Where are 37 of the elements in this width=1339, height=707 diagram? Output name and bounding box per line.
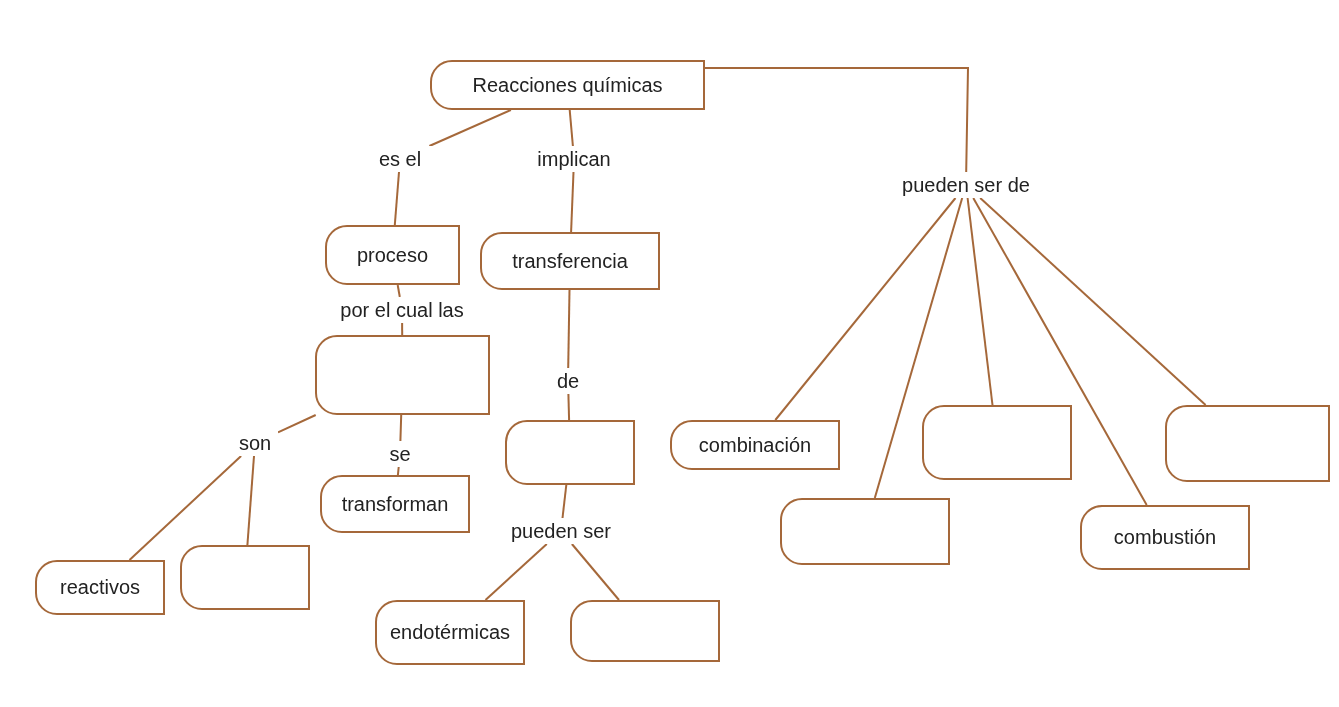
- concept-box: transferencia: [480, 232, 660, 290]
- concept-box: transforman: [320, 475, 470, 533]
- connector-line: [979, 197, 1207, 406]
- connector-line: [567, 289, 571, 369]
- connector-line: [972, 197, 1148, 506]
- connector-line: [873, 197, 964, 499]
- connector-line: [567, 393, 571, 421]
- connector-line: [484, 543, 548, 601]
- empty-concept-box: [315, 335, 490, 415]
- concept-box: combinación: [670, 420, 840, 470]
- connector-line: [399, 414, 403, 442]
- connector-line: [568, 109, 574, 147]
- connector-line: [396, 466, 400, 476]
- empty-concept-box: [780, 498, 950, 565]
- empty-concept-box: [1165, 405, 1330, 482]
- empty-concept-box: [180, 545, 310, 610]
- connector-line: [561, 484, 568, 519]
- empty-concept-box: [505, 420, 635, 485]
- connector-line: [774, 197, 957, 421]
- concept-box: reactivos: [35, 560, 165, 615]
- empty-concept-box: [922, 405, 1072, 480]
- empty-concept-box: [570, 600, 720, 662]
- concept-box: Reacciones químicas: [430, 60, 705, 110]
- connector-line: [128, 455, 243, 561]
- connector-line: [428, 109, 512, 147]
- connector-line: [704, 67, 969, 173]
- connector-line: [393, 171, 400, 226]
- concept-box: combustión: [1080, 505, 1250, 570]
- connector-line: [401, 322, 404, 336]
- connector-line: [277, 414, 317, 434]
- connector-line: [246, 455, 255, 546]
- concept-box: proceso: [325, 225, 460, 285]
- connector-line: [396, 284, 401, 298]
- connector-line: [966, 197, 994, 406]
- connector-line: [570, 171, 575, 233]
- concept-box: endotérmicas: [375, 600, 525, 665]
- connector-line: [570, 543, 620, 601]
